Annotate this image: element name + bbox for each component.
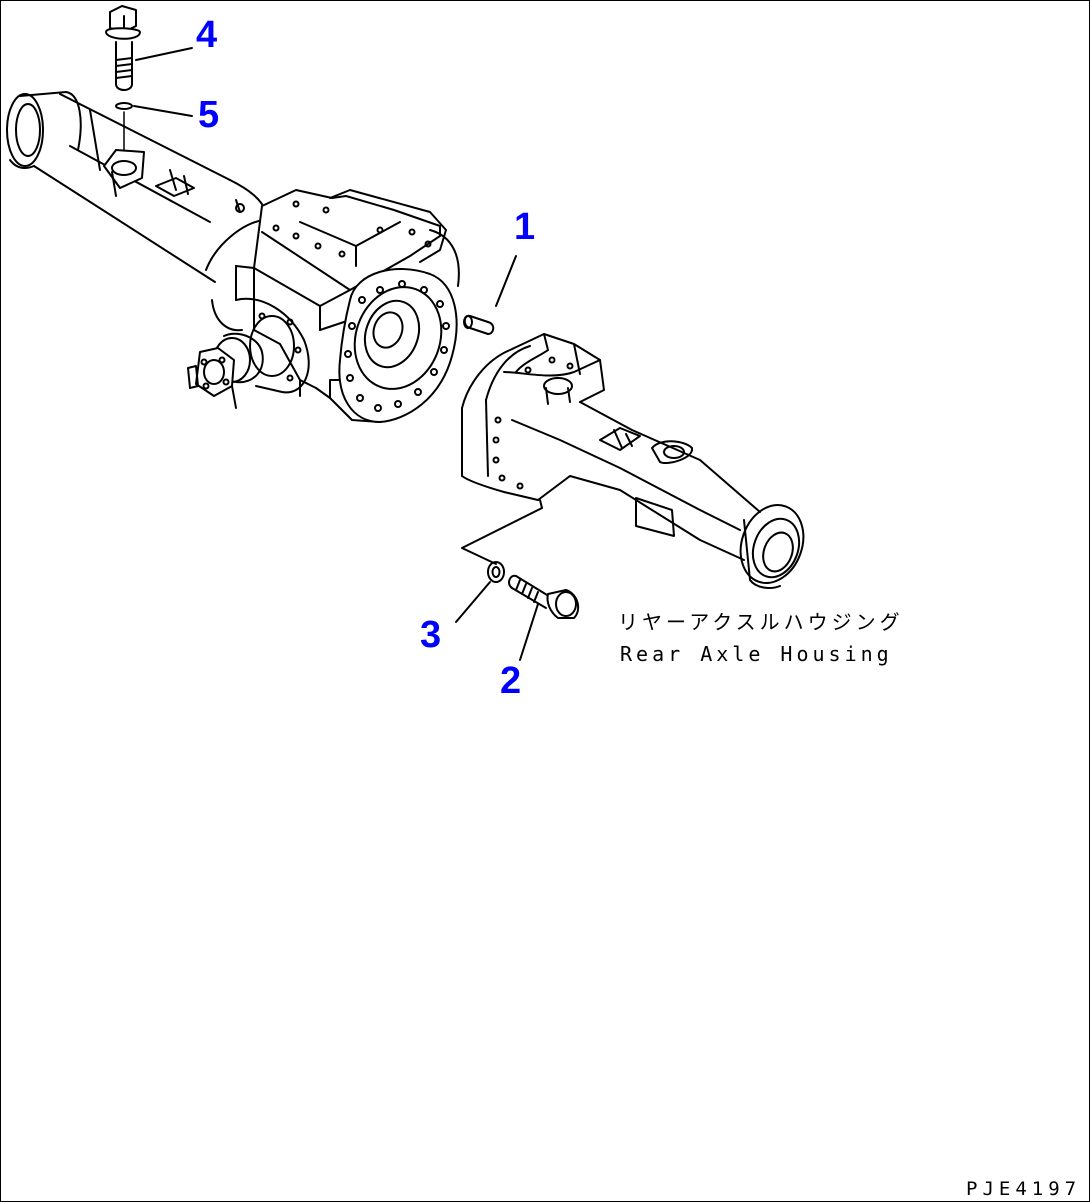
- differential-carrier: [187, 189, 460, 423]
- left-axle-housing: [6, 91, 267, 332]
- callout-2: 2: [500, 660, 522, 702]
- right-axle-housing: [461, 333, 805, 589]
- callout-5: 5: [198, 94, 220, 136]
- callout-4: 4: [196, 14, 218, 56]
- callout-3: 3: [420, 614, 442, 656]
- part-1-dowel-pin: [463, 255, 517, 335]
- part-3-leader: [461, 499, 543, 565]
- part-3-washer: [455, 561, 505, 623]
- caption-english: Rear Axle Housing: [620, 642, 893, 666]
- caption-japanese: リヤーアクスルハウジング: [618, 610, 904, 634]
- part-4-bolt: [105, 5, 193, 91]
- callout-1: 1: [514, 206, 536, 248]
- part-5-washer: [115, 102, 193, 153]
- part-2-bolt: [508, 574, 580, 661]
- drawing-code: PJE4197: [966, 1178, 1082, 1200]
